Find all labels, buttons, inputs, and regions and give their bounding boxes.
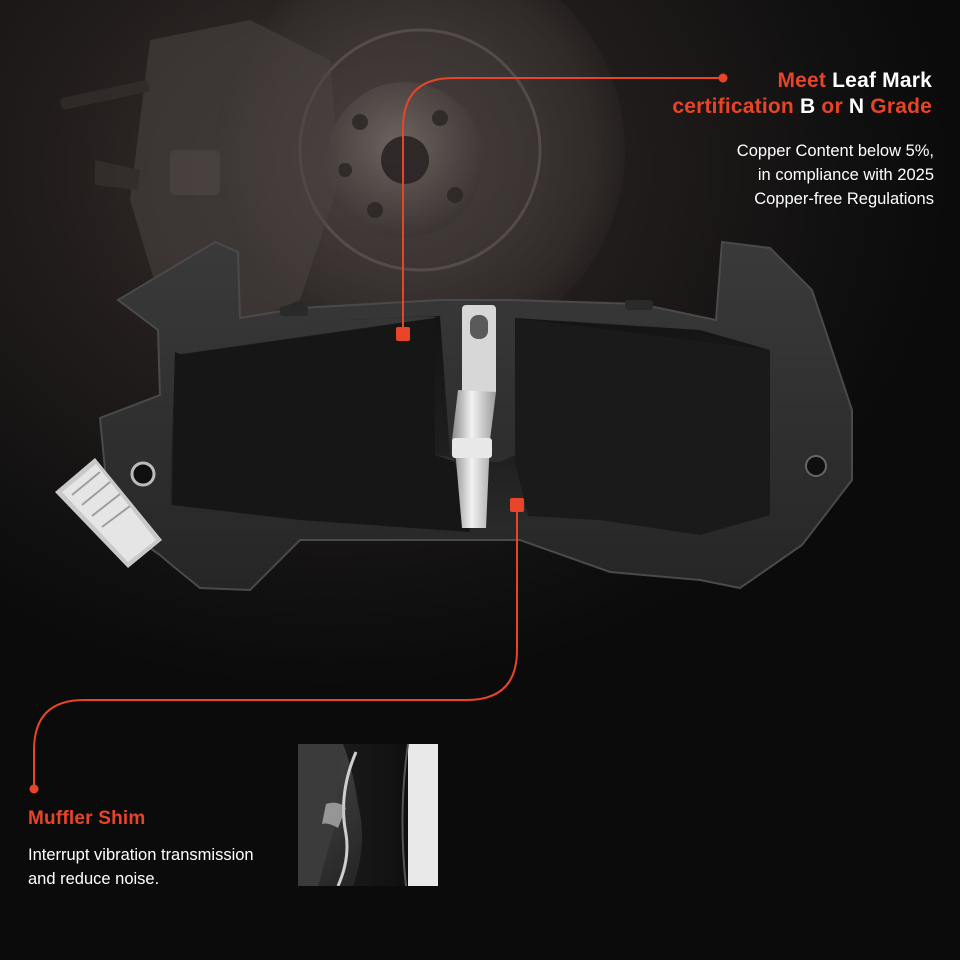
caliper-image — [60, 20, 340, 330]
certification-desc-line: Copper Content below 5%, — [736, 142, 934, 160]
muffler-shim-edge — [55, 458, 162, 568]
grade-n-label: N — [848, 95, 865, 118]
grade-b-label: B — [800, 95, 816, 118]
shim-callout-line — [29, 498, 524, 794]
muffler-shim-title: Muffler Shim — [28, 808, 146, 829]
certification-description: Copper Content below 5%, in compliance w… — [674, 139, 934, 211]
grade-label: Grade — [870, 95, 932, 118]
or-label: or — [821, 95, 843, 118]
certification-desc-line: in compliance with 2025 — [757, 166, 934, 184]
certification-desc-line: Copper-free Regulations — [754, 190, 934, 208]
meet-label: Meet — [777, 69, 827, 92]
muffler-shim-inset-image — [298, 744, 438, 886]
certification-title: Meet Leaf Mark certification B or N Grad… — [672, 68, 932, 120]
brake-pad-image — [98, 240, 853, 592]
shim-desc-line: Interrupt vibration transmission — [28, 846, 254, 864]
certification-callout-line — [396, 73, 728, 341]
muffler-shim-description: Interrupt vibration transmission and red… — [28, 843, 278, 891]
certification-word: certification — [672, 95, 794, 118]
leaf-mark-label: Leaf Mark — [832, 69, 932, 92]
wear-indicator-clip — [452, 305, 496, 528]
shim-desc-line: and reduce noise. — [28, 870, 160, 888]
